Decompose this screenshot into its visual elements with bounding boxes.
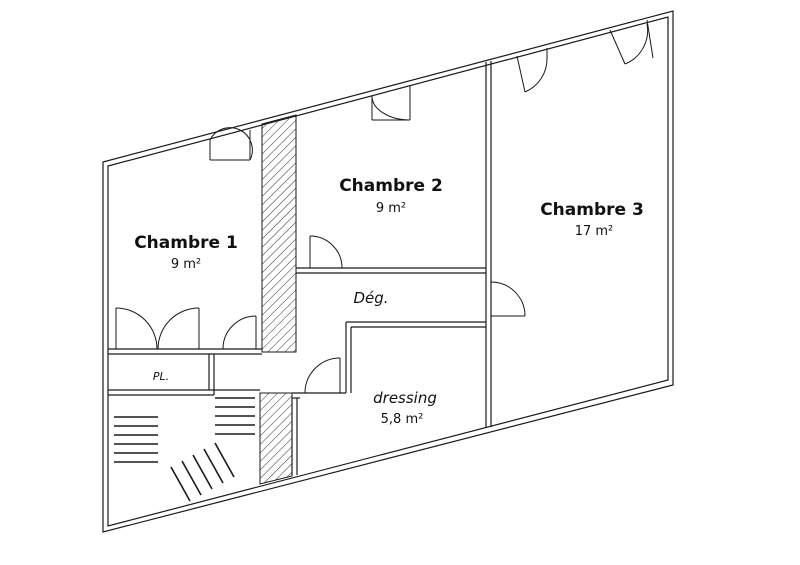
door-chambre3 [490, 281, 526, 317]
door-chambre2-window [371, 85, 411, 121]
chambre2-name: Chambre 2 [339, 176, 443, 196]
interior-walls [108, 61, 492, 476]
structural-walls [259, 114, 297, 485]
door-chambre1-closet [115, 307, 200, 350]
door-chambre1 [222, 315, 257, 350]
door-chambre2 [309, 235, 343, 269]
door-chambre3-window-left [516, 48, 548, 93]
chambre2-area: 9 m² [376, 201, 406, 216]
room-labels: Chambre 1 9 m² Chambre 2 9 m² Chambre 3 … [134, 176, 644, 427]
hatched-wall-upper [261, 114, 297, 353]
hatched-wall-lower [259, 392, 293, 485]
door-chambre1-window [209, 127, 253, 161]
deg-name: Dég. [353, 289, 388, 307]
placard-name: PL. [153, 370, 169, 383]
chambre1-name: Chambre 1 [134, 233, 238, 253]
dressing-name: dressing [373, 389, 437, 407]
dressing-area: 5,8 m² [381, 412, 424, 427]
door-dressing [304, 357, 341, 394]
chambre1-area: 9 m² [171, 257, 201, 272]
staircase [114, 397, 255, 502]
doors [115, 19, 654, 394]
exterior-walls [102, 10, 674, 533]
chambre3-area: 17 m² [575, 224, 614, 239]
door-chambre3-window-right [609, 19, 654, 65]
chambre3-name: Chambre 3 [540, 200, 644, 220]
